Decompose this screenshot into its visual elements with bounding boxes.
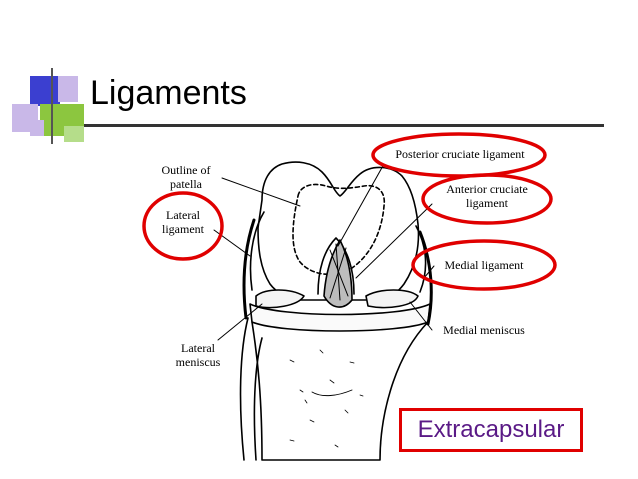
leader-posterior-cruciate [337, 163, 385, 247]
leader-anterior-cruciate [355, 203, 433, 279]
label-medial-ligament: Medial ligament [444, 258, 524, 272]
medial-meniscus-shape [365, 289, 419, 309]
medial-ligament-shape [418, 230, 433, 326]
intercondylar-notch [317, 237, 355, 295]
tibial-plateau [249, 303, 431, 332]
deco-square-blue [30, 76, 60, 106]
label-anterior-cruciate-ligament: Anterior cruciate ligament [446, 182, 528, 210]
deco-square-lavender-small [30, 120, 44, 136]
lateral-ligament-shape [242, 218, 256, 320]
label-posterior-cruciate-ligament: Posterior cruciate ligament [395, 147, 525, 161]
label-medial-meniscus: Medial meniscus [443, 323, 525, 337]
tibia-growth-line [311, 389, 353, 397]
slide-title: Ligaments [90, 74, 247, 112]
extracapsular-callout: Extracapsular [399, 408, 583, 452]
leader-lateral-meniscus [217, 303, 263, 341]
highlight-medial-ligament [411, 239, 557, 291]
highlight-lateral-ligament [142, 191, 224, 261]
deco-square-lavender-top [58, 76, 78, 102]
title-underline [84, 124, 604, 127]
fibula-outline [239, 317, 263, 461]
leader-outline-patella [221, 177, 301, 207]
deco-square-lightgreen [64, 126, 84, 142]
extracapsular-text: Extracapsular [417, 416, 565, 443]
label-lateral-meniscus: Lateral meniscus [175, 341, 221, 369]
label-lateral-ligament: Lateral ligament [162, 208, 204, 236]
tibia-texture [289, 349, 364, 448]
deco-vertical-line [51, 68, 53, 144]
lateral-meniscus-shape [255, 289, 305, 309]
femur-lateral-edge [249, 211, 265, 291]
leader-medial-ligament [423, 265, 435, 279]
leader-medial-meniscus [409, 301, 433, 331]
patella-outline [292, 183, 386, 275]
label-outline-of-patella: Outline of patella [161, 163, 211, 191]
highlight-anterior-cruciate [421, 173, 553, 225]
